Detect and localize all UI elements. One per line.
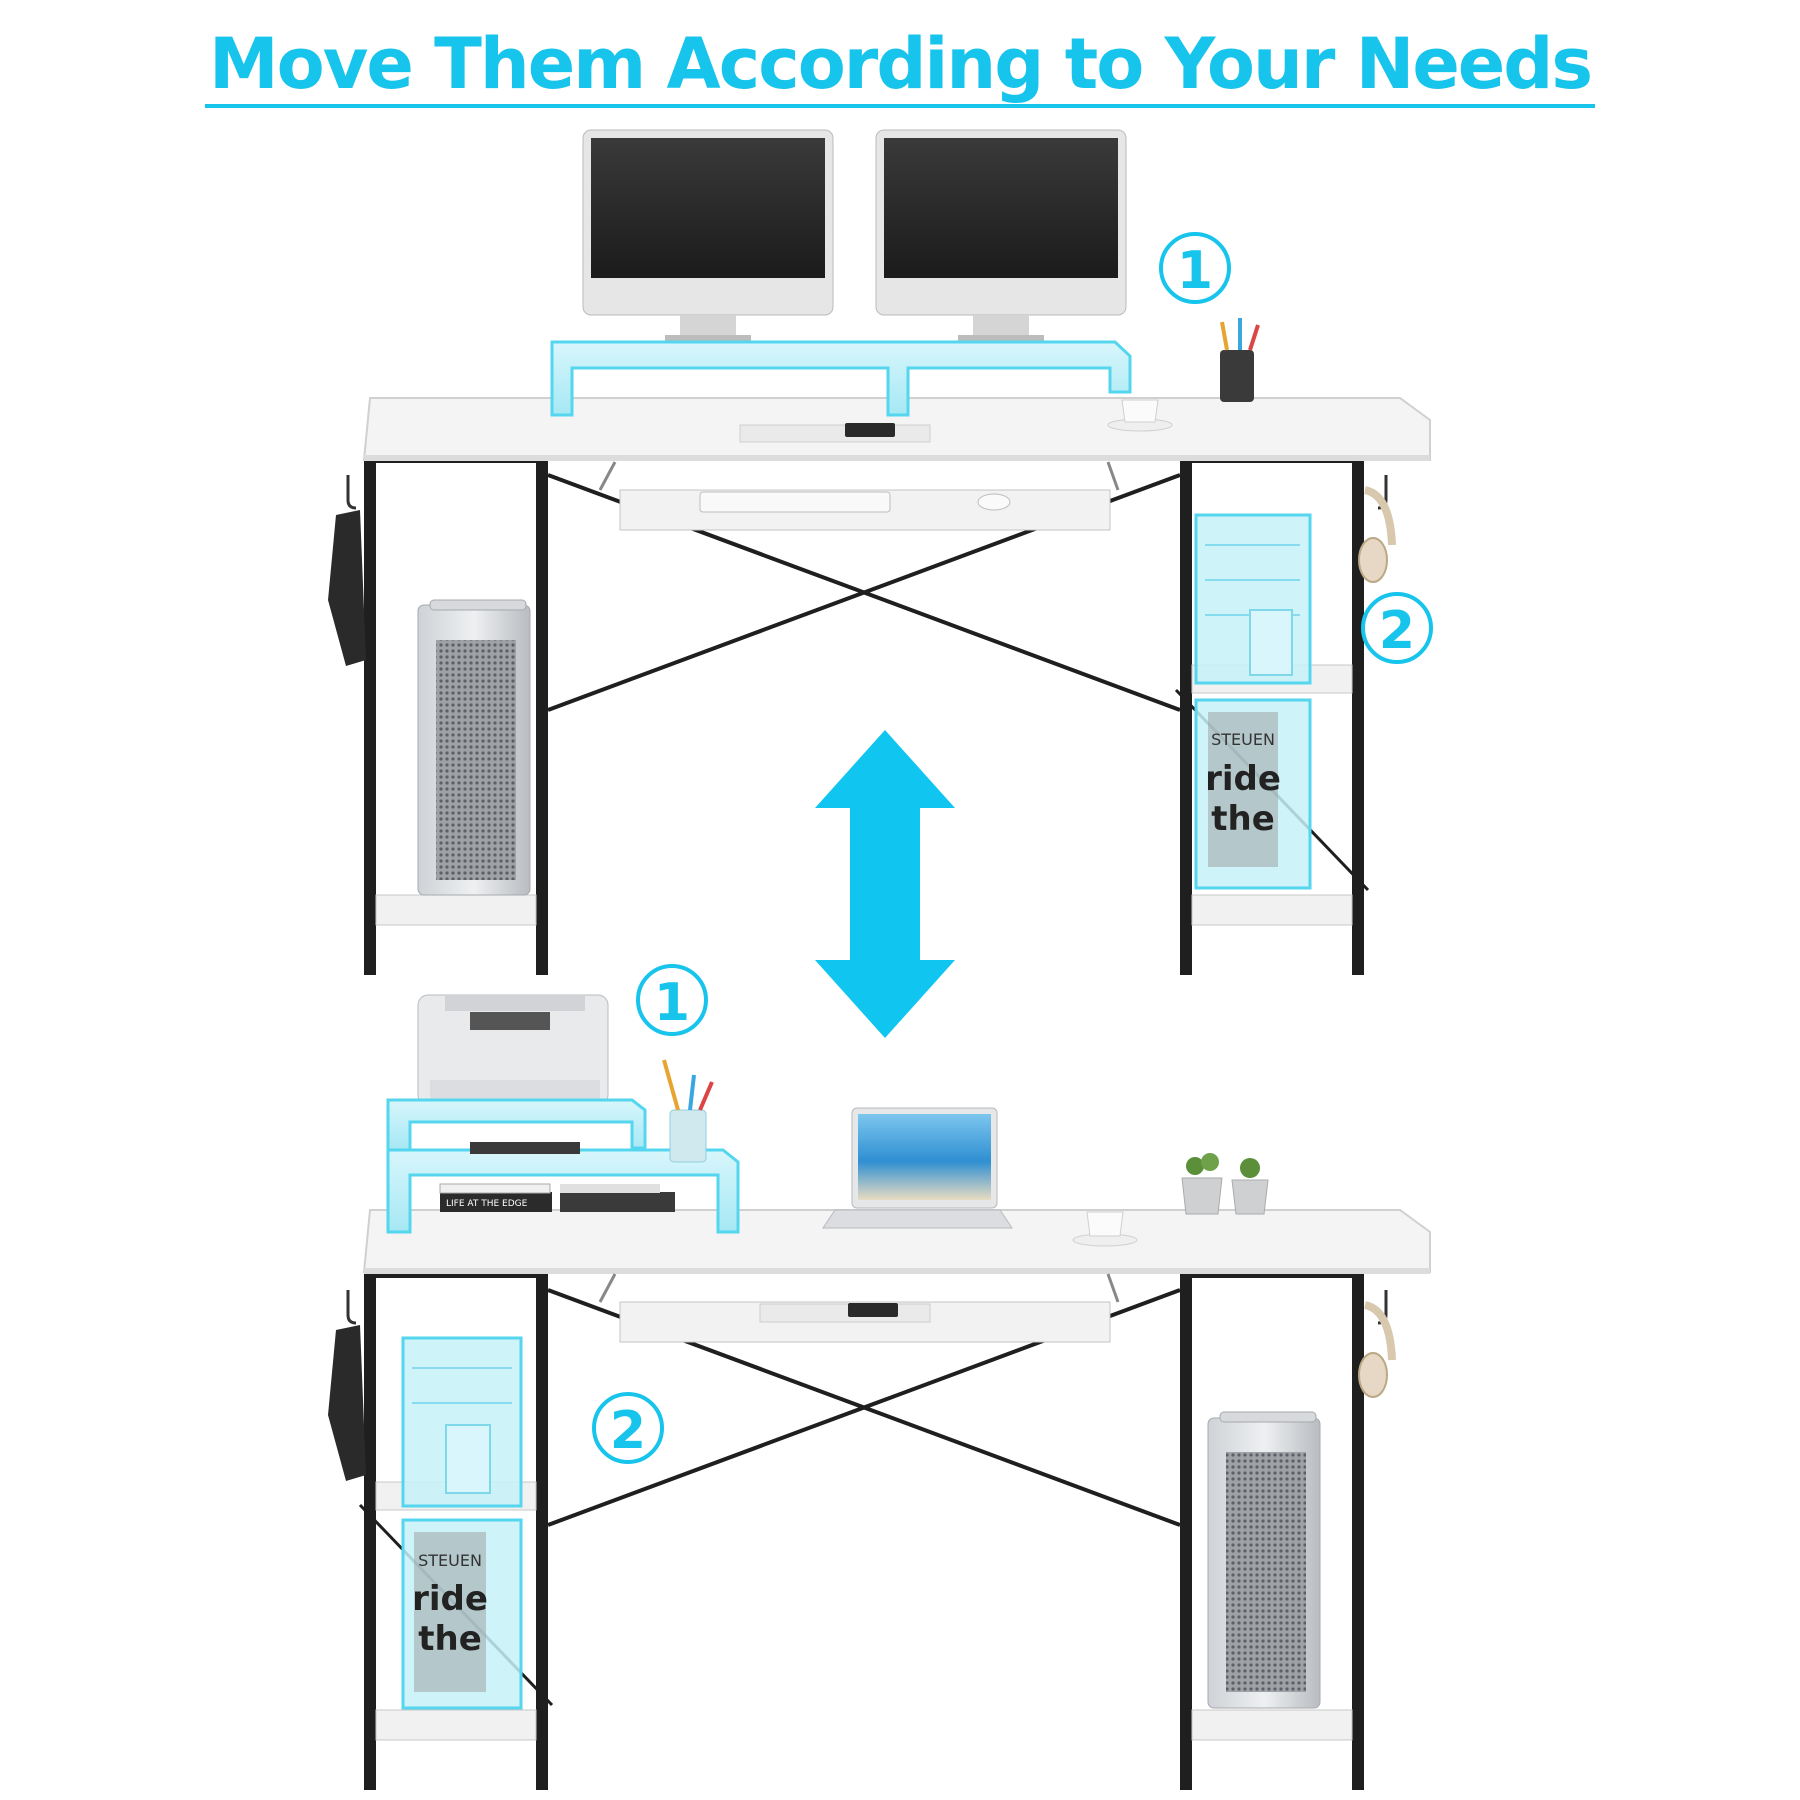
bottom-right-bottom-shelf [1191,1709,1353,1741]
top-bag [328,510,366,666]
top-marker-2: 2 [1361,592,1433,664]
bottom-desk: LIFE AT THE EDGE [328,964,1431,1790]
top-desk: STEUEN ride the 1 2 [328,129,1433,975]
top-monitor-left [582,129,834,341]
bottom-storage-lower: STEUEN ride the [401,1518,523,1710]
bottom-keyboard-tray [598,1273,1120,1343]
bottom-marker-1: 1 [636,964,708,1036]
magazine-line-2: the [1211,799,1275,839]
bottom-desktop-surface [362,1209,1431,1273]
top-desk-items [739,318,1260,443]
bottom-cup [1072,1211,1138,1247]
magazine-line-1-bottom: ride [412,1579,488,1619]
bottom-monitor-stand [386,1098,740,1234]
top-monitor-stand [550,340,1132,417]
bottom-marker-2: 2 [592,1392,664,1464]
bottom-pen-cup [662,1059,714,1163]
bottom-storage-upper [401,1336,523,1508]
bottom-laptop [822,1107,1013,1229]
top-computer-tower [417,599,531,896]
top-marker-1-label: 1 [1177,241,1213,301]
bottom-bag [328,1325,366,1481]
bottom-marker-1-label: 1 [654,973,690,1033]
top-storage-lower: STEUEN ride the [1194,698,1312,890]
magazine-brand-bottom: STEUEN [418,1551,482,1570]
top-left-bottom-shelf [375,894,537,926]
headline: Move Them According to Your Needs [0,27,1800,108]
bottom-books: LIFE AT THE EDGE [439,1142,675,1212]
magazine-line-1: ride [1205,759,1281,799]
bottom-computer-tower [1207,1411,1321,1709]
headline-text: Move Them According to Your Needs [204,27,1596,108]
plant-icon [1181,1153,1269,1215]
headphones-icon [1358,486,1396,583]
bottom-printer [417,994,609,1106]
book-spine-label: LIFE AT THE EDGE [446,1199,528,1209]
top-storage-upper [1194,513,1312,685]
headphones-icon [1358,1301,1396,1398]
double-arrow-icon [815,730,955,1038]
magazine-line-2-bottom: the [418,1619,482,1659]
top-keyboard-tray [598,461,1120,531]
top-marker-1: 1 [1159,232,1231,304]
bottom-marker-2-label: 2 [610,1401,646,1461]
top-marker-2-label: 2 [1379,601,1415,661]
top-monitor-right [875,129,1127,341]
magazine-brand: STEUEN [1211,730,1275,749]
